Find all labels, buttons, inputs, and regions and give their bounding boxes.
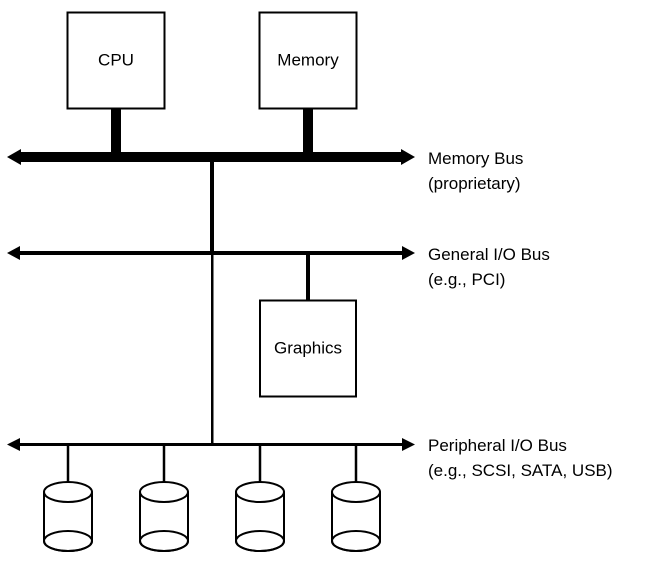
peripheral-bus-line [16,443,406,446]
arrow-left-icon [7,246,20,260]
memory-label: Memory [277,50,339,69]
memory-box [258,11,358,110]
memory-general-bridge [210,160,214,254]
disk-3 [235,445,285,552]
general-bus-detail: (e.g., PCI) [428,270,505,289]
graphics-label: Graphics [274,338,342,357]
memory-bus-detail: (proprietary) [428,174,521,193]
disk-2 [139,445,189,552]
disk-bottom-ellipse [139,530,189,552]
cpu-component: CPU [66,11,166,153]
disk-1 [43,445,93,552]
graphics-connector [306,253,310,301]
disk-group [43,445,381,552]
memory-bus-label: Memory Bus [428,149,523,168]
cpu-connector [111,109,121,153]
arrow-right-icon [401,149,415,165]
disk-top-ellipse [139,481,189,503]
disk-bottom-ellipse [331,530,381,552]
peripheral-bus-detail: (e.g., SCSI, SATA, USB) [428,461,613,480]
arrow-right-icon [402,246,415,260]
cpu-label: CPU [98,50,134,69]
memory-component: Memory [258,11,358,153]
peripheral-io-bus: Peripheral I/O Bus (e.g., SCSI, SATA, US… [7,436,613,480]
cpu-box [66,11,166,110]
disk-bottom-ellipse [235,530,285,552]
memory-bus: Memory Bus (proprietary) [7,149,523,193]
general-bus-label: General I/O Bus [428,245,550,264]
memory-bus-line [18,152,404,162]
arrow-left-icon [7,149,21,165]
disk-bottom-ellipse [43,530,93,552]
graphics-box [259,299,357,398]
general-peripheral-bridge [211,254,214,445]
disk-top-ellipse [331,481,381,503]
disk-4 [331,445,381,552]
general-bus-line [16,251,406,255]
peripheral-bus-label: Peripheral I/O Bus [428,436,567,455]
disk-top-ellipse [235,481,285,503]
general-io-bus: General I/O Bus (e.g., PCI) [7,245,550,289]
graphics-component: Graphics [259,253,357,398]
arrow-left-icon [7,438,20,451]
disk-top-ellipse [43,481,93,503]
arrow-right-icon [402,438,415,451]
memory-connector [303,109,313,153]
